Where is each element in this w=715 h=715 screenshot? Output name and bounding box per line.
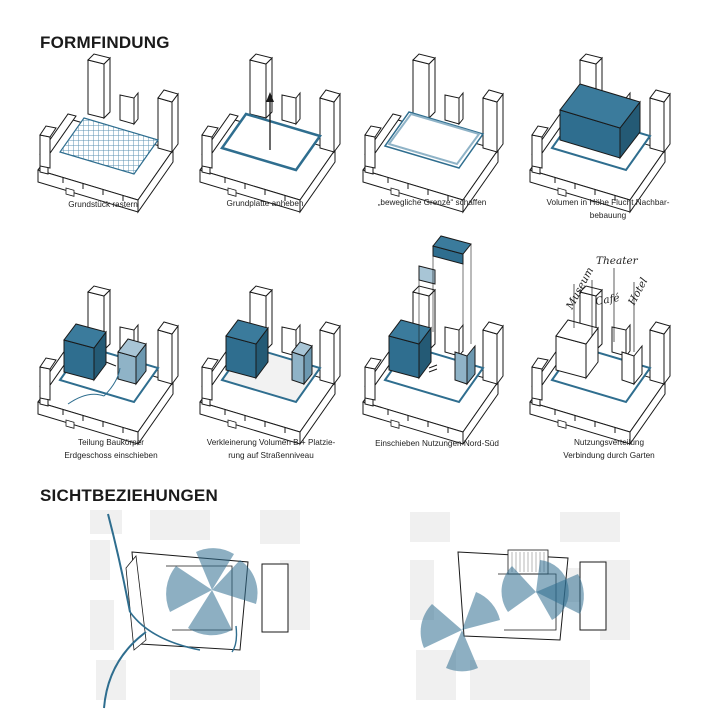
step-2-caption-line-1: Grundplatte anheben xyxy=(226,199,304,208)
step-4-diagram xyxy=(529,53,671,213)
step-1-caption: Grundstück rastern xyxy=(28,198,178,211)
heading-sichtbeziehungen: SICHTBEZIEHUNGEN xyxy=(40,486,218,505)
sight-plan-left xyxy=(80,508,320,709)
step-3-caption-line-1: „bewegliche Grenze“ schaffen xyxy=(377,198,487,207)
label-theater: Theater xyxy=(596,255,639,267)
step-4-caption-line-2: bebauung xyxy=(589,211,627,220)
label-hotel: Hotel xyxy=(626,276,651,308)
label-cafe: Café xyxy=(594,292,620,308)
heading-formfindung: FORMFINDUNG xyxy=(40,33,170,52)
step-6-caption: Verkleinerung Volumen B + Platzie- rung … xyxy=(196,436,346,462)
step-5-diagram xyxy=(37,285,179,445)
step-1-diagram xyxy=(37,53,179,213)
step-5-caption-line-2: Erdgeschoss einschieben xyxy=(64,451,158,460)
step-2-caption: Grundplatte anheben xyxy=(190,197,340,210)
sight-plan-right xyxy=(400,508,640,708)
step-1-caption-line-1: Grundstück rastern xyxy=(68,200,138,209)
step-8-caption-line-1: Nutzungsverteilung xyxy=(573,438,645,447)
step-6-caption-line-2: rung auf Straßenniveau xyxy=(228,451,314,460)
step-4-caption: Volumen in Höhe Flucht Nachbar- bebauung xyxy=(533,196,683,222)
step-7-caption: Einschieben Nutzungen Nord-Süd xyxy=(362,437,512,450)
step-8-caption: Nutzungsverteilung Verbindung durch Gart… xyxy=(534,436,684,462)
step-4-caption-line-1: Volumen in Höhe Flucht Nachbar- xyxy=(546,198,670,207)
step-5-caption-line-1: Teilung Baukörper xyxy=(78,438,144,447)
step-8-caption-line-2: Verbindung durch Garten xyxy=(563,451,655,460)
step-3-diagram xyxy=(362,53,504,213)
step-8-diagram xyxy=(529,268,671,445)
step-7-caption-line-1: Einschieben Nutzungen Nord-Süd xyxy=(375,439,499,448)
step-2-diagram xyxy=(199,53,341,213)
step-3-caption: „bewegliche Grenze“ schaffen xyxy=(357,196,507,209)
step-6-caption-line-1: Verkleinerung Volumen B + Platzie- xyxy=(206,438,336,447)
step-7-diagram xyxy=(362,235,504,445)
step-6-diagram xyxy=(199,285,341,445)
step-5-caption: Teilung Baukörper Erdgeschoss einschiebe… xyxy=(36,436,186,462)
